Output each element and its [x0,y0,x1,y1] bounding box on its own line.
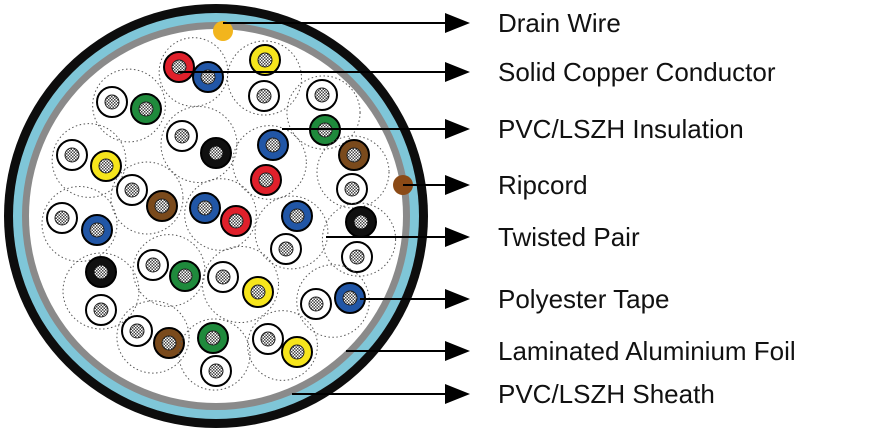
twisted-pair-20 [247,310,318,381]
twisted-pair-14 [132,234,206,307]
pair-binder-outline [51,123,127,198]
copper-conductor [215,269,231,285]
copper-conductor [138,101,154,117]
copper-conductor [124,182,140,198]
pair-binder-outline [232,125,307,200]
twisted-pair-15 [62,252,140,330]
twisted-pair-3 [92,68,166,143]
copper-conductor [197,200,213,216]
copper-conductor [346,147,362,163]
copper-conductor [289,208,305,224]
twisted-pair-1 [158,37,229,107]
copper-conductor [349,249,365,265]
pair-binder-outline [116,300,190,374]
copper-conductor [161,335,177,351]
label-pvc-lszh-sheath: PVC/LSZH Sheath [498,379,715,409]
arrowhead-ripcord [445,175,470,195]
label-solid-copper-conductor: Solid Copper Conductor [498,57,776,87]
copper-conductor [265,137,281,153]
twisted-pair-9 [110,161,184,235]
pair-binder-outline [62,252,140,330]
twisted-pair-7 [51,123,127,198]
pair-binder-outline [184,178,257,251]
copper-conductor [289,344,305,360]
copper-conductor [342,290,358,306]
copper-conductor [208,363,224,379]
twisted-pair-16 [201,245,280,324]
twisted-pair-6 [232,125,307,200]
copper-conductor [129,323,145,339]
copper-conductor [314,87,330,103]
component-labels: Drain Wire Solid Copper Conductor PVC/LS… [498,8,796,409]
twisted-pair-8 [316,135,390,209]
arrowhead-pvc-lszh-sheath [445,384,470,404]
twisted-pair-10 [184,178,257,251]
pair-binder-outline [178,318,251,391]
leader-arrows [178,13,470,404]
pair-binder-outline [296,264,370,338]
copper-conductor [98,158,114,174]
copper-conductor [258,172,274,188]
label-polyester-tape: Polyester Tape [498,284,670,314]
copper-conductor [154,198,170,214]
copper-conductor [250,284,266,300]
copper-conductor [104,94,120,110]
twisted-pair-5 [160,105,238,184]
copper-conductor [64,147,80,163]
copper-conductor [228,213,244,229]
copper-conductor [171,59,187,75]
pair-binder-outline [247,310,318,381]
arrowhead-solid-copper-conductor [445,62,470,82]
pair-binder-outline [286,75,361,150]
copper-conductor [200,69,216,85]
arrowhead-pvc-lszh-insulation [445,119,470,139]
copper-conductor [353,214,369,230]
copper-conductor [278,241,294,257]
copper-conductor [174,128,190,144]
twisted-pair-2 [226,40,303,116]
copper-conductor [89,222,105,238]
arrowhead-twisted-pair [445,227,470,247]
label-ripcord: Ripcord [498,170,588,200]
twisted-pair-17 [296,264,370,338]
arrowhead-polyester-tape [445,289,470,309]
copper-conductor [308,296,324,312]
pair-binder-outline [321,202,397,277]
copper-conductor [260,331,276,347]
twisted-pair-19 [178,318,251,391]
copper-conductor [257,52,273,68]
twisted-pair-12 [254,195,329,270]
pair-binder-outline [254,195,329,270]
pair-binder-outline [226,40,303,116]
copper-conductor [93,302,109,318]
drain-wire [213,21,233,41]
copper-conductor [145,257,161,273]
copper-conductor [93,264,109,280]
copper-conductor [208,145,224,161]
label-pvc-lszh-insulation: PVC/LSZH Insulation [498,114,744,144]
twisted-pair-11 [41,186,118,262]
pair-binder-outline [110,161,184,235]
pair-binder-outline [316,135,390,209]
arrowhead-laminated-aluminium-foil [445,341,470,361]
copper-conductor [344,181,360,197]
copper-conductor [54,210,70,226]
twisted-pair-18 [116,300,190,374]
pair-binder-outline [201,245,280,324]
pair-binder-outline [160,105,238,184]
copper-conductor [256,88,272,104]
label-twisted-pair: Twisted Pair [498,222,640,252]
pair-binder-outline [92,68,166,143]
label-laminated-aluminium-foil: Laminated Aluminium Foil [498,336,796,366]
arrowhead-drain-wire [445,13,470,33]
twisted-pair-4 [286,75,361,150]
pair-binder-outline [41,186,118,262]
twisted-pairs [41,37,397,391]
copper-conductor [177,268,193,284]
twisted-pair-13 [321,202,397,277]
label-drain-wire: Drain Wire [498,8,621,38]
copper-conductor [205,330,221,346]
